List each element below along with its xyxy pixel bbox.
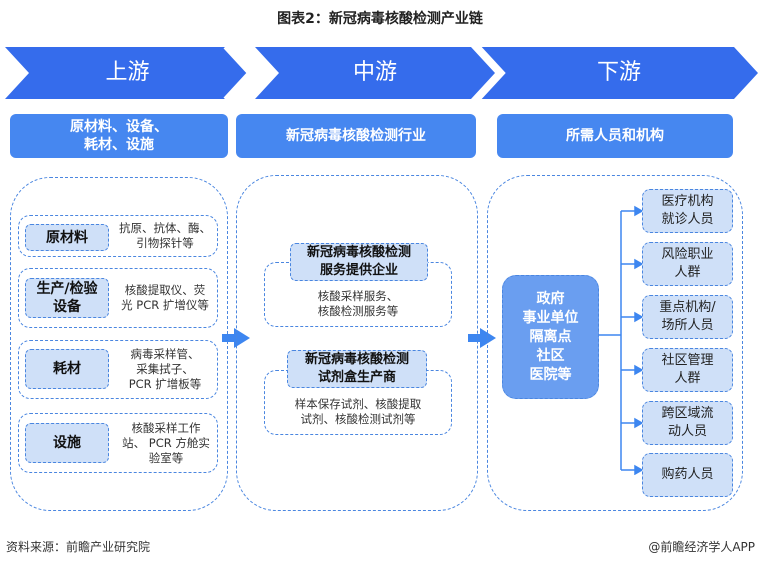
downstream-target: 跨区域流 动人员 — [642, 401, 733, 445]
midstream-group-desc: 样本保存试剂、核酸提取 试剂、核酸检测试剂等 — [294, 397, 422, 426]
downstream-center-box: 政府 事业单位 隔离点 社区 医院等 — [502, 275, 599, 399]
downstream-container — [487, 175, 743, 511]
upstream-row-desc: 抗原、抗体、酶、 引物探针等 — [119, 221, 211, 250]
downstream-target: 风险职业 人群 — [642, 242, 733, 286]
arrow-right-icon — [468, 328, 496, 348]
arrow-right-icon — [222, 328, 250, 348]
chevron-separators — [223, 47, 506, 99]
chevron-shape — [5, 47, 249, 99]
upstream-row-label: 设施 — [25, 423, 109, 463]
midstream-group-label: 新冠病毒核酸检测 服务提供企业 — [290, 243, 428, 281]
upstream-row-desc: 病毒采样管、 采集拭子、 PCR 扩增板等 — [128, 347, 202, 391]
upstream-row-label: 原材料 — [25, 224, 109, 251]
credit-note: @前瞻经济学人APP — [648, 540, 755, 554]
upstream-row-desc: 核酸提取仪、荧 光 PCR 扩增仪等 — [121, 283, 209, 312]
chevron-downstream-label: 下游 — [596, 60, 641, 85]
header-upstream: 原材料、设备、 耗材、设施 — [10, 114, 228, 158]
upstream-row — [18, 340, 218, 399]
chevron-shape — [255, 47, 495, 99]
midstream-group-label: 新冠病毒核酸检测 试剂盒生产商 — [287, 350, 427, 388]
chevron-upstream-label: 上游 — [105, 60, 150, 85]
upstream-row-desc: 核酸采样工作 站、 PCR 方舱实 验室等 — [122, 420, 210, 465]
downstream-target: 社区管理 人群 — [642, 348, 733, 392]
chevron-midstream-label: 中游 — [352, 60, 397, 85]
chevron-midstream: 中游 — [155, 47, 495, 99]
chevron-downstream: 下游 — [480, 47, 758, 99]
source-note: 资料来源：前瞻产业研究院 — [6, 540, 151, 554]
downstream-target: 医疗机构 就诊人员 — [642, 189, 733, 233]
upstream-row-label: 生产/检验 设备 — [25, 278, 109, 318]
upstream-row-label: 耗材 — [25, 349, 109, 389]
chevron-shape — [480, 47, 758, 99]
upstream-container — [10, 177, 228, 511]
chart-title: 图表2：新冠病毒核酸检测产业链 — [277, 11, 483, 27]
connector-lines — [599, 205, 644, 475]
header-downstream: 所需人员和机构 — [497, 114, 733, 158]
header-midstream: 新冠病毒核酸检测行业 — [236, 114, 476, 158]
downstream-target: 购药人员 — [642, 453, 733, 497]
downstream-target: 重点机构/ 场所人员 — [642, 295, 733, 339]
midstream-group-desc: 核酸采样服务、 核酸检测服务等 — [317, 289, 399, 318]
midstream-container — [236, 175, 478, 511]
chevron-upstream: 上游 — [5, 47, 250, 99]
upstream-row — [18, 413, 218, 473]
upstream-row — [18, 215, 218, 257]
upstream-row — [18, 268, 218, 328]
